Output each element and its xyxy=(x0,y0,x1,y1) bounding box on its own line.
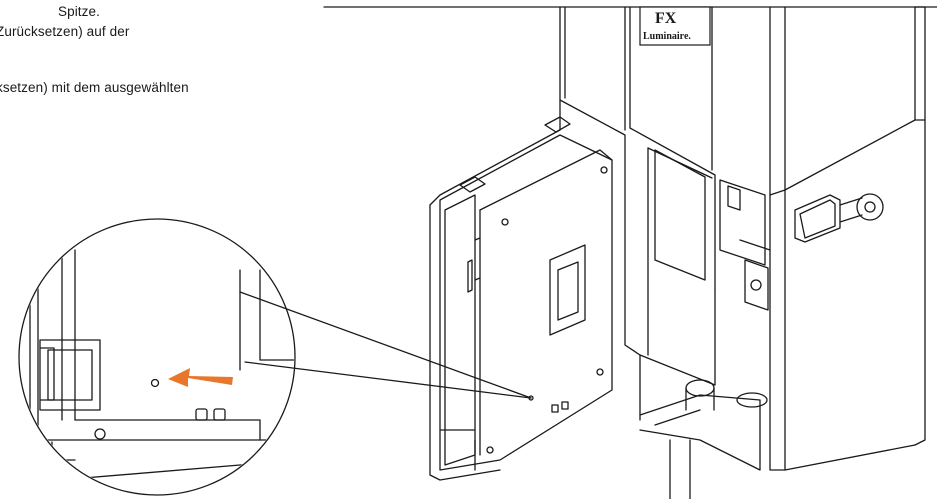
logo-mark-text: FX xyxy=(655,10,677,27)
controller-module xyxy=(429,99,613,481)
instruction-line-1: Spitze. xyxy=(58,4,100,19)
mounting-post xyxy=(669,379,768,499)
instruction-line-2: Zurücksetzen) auf der xyxy=(0,24,130,39)
transformer-cabinet xyxy=(559,6,771,471)
instruction-line-4: ksetzen) mit dem ausgewählten xyxy=(0,80,189,95)
fx-luminaire-logo: FX Luminaire. xyxy=(639,6,711,46)
cabinet-door xyxy=(769,6,926,471)
zoom-detail xyxy=(18,218,296,496)
terminal-block xyxy=(719,179,771,311)
reset-arrow-icon xyxy=(168,368,233,387)
zoom-callout-lines xyxy=(239,291,532,399)
logo-word-text: Luminaire. xyxy=(643,31,691,42)
